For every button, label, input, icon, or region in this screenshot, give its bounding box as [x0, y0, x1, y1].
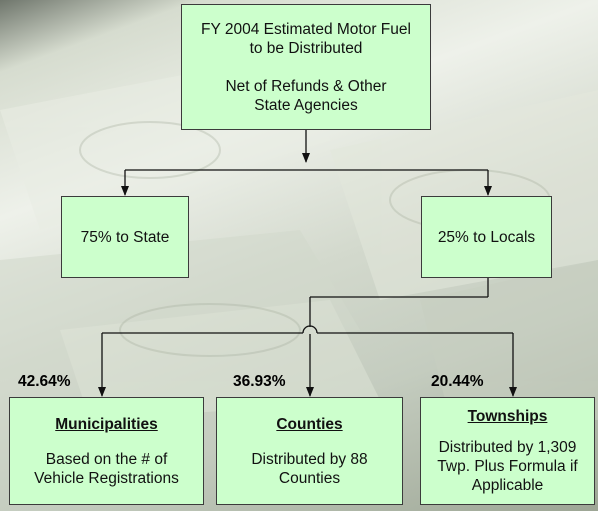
bill-shape [420, 260, 598, 420]
bill-shape [60, 300, 380, 420]
bill-ornament [79, 121, 221, 179]
municipalities-line-2: Vehicle Registrations [34, 469, 179, 487]
municipalities-box: Municipalities Based on the # of Vehicle… [9, 397, 204, 505]
connector-hop [302, 325, 318, 334]
state-label: 75% to State [80, 228, 170, 246]
top-box-line-2: to be Distributed [249, 39, 363, 57]
top-box-line-4: State Agencies [254, 96, 358, 114]
counties-box: Counties Distributed by 88 Counties [216, 397, 403, 505]
counties-percentage: 36.93% [233, 373, 286, 390]
townships-percentage: 20.44% [431, 373, 484, 390]
townships-line-2: Twp. Plus Formula if [437, 458, 578, 475]
locals-label: 25% to Locals [437, 228, 536, 246]
townships-box: Townships Distributed by 1,309 Twp. Plus… [420, 397, 595, 505]
locals-box: 25% to Locals [421, 196, 552, 278]
townships-title: Townships [467, 408, 548, 425]
bill-ornament [119, 303, 301, 357]
state-box: 75% to State [61, 196, 189, 278]
townships-line-3: Applicable [471, 477, 544, 494]
counties-line-2: Counties [278, 469, 341, 487]
municipalities-title: Municipalities [55, 415, 158, 433]
counties-title: Counties [276, 415, 343, 433]
municipalities-line-1: Based on the # of [45, 450, 168, 468]
top-box-line-3: Net of Refunds & Other [225, 77, 387, 95]
townships-line-1: Distributed by 1,309 [438, 439, 577, 456]
top-box-line-1: FY 2004 Estimated Motor Fuel [201, 20, 411, 38]
fuel-distributed-box: FY 2004 Estimated Motor Fuel to be Distr… [181, 4, 431, 130]
counties-line-1: Distributed by 88 [251, 450, 368, 468]
municipalities-percentage: 42.64% [18, 373, 71, 390]
